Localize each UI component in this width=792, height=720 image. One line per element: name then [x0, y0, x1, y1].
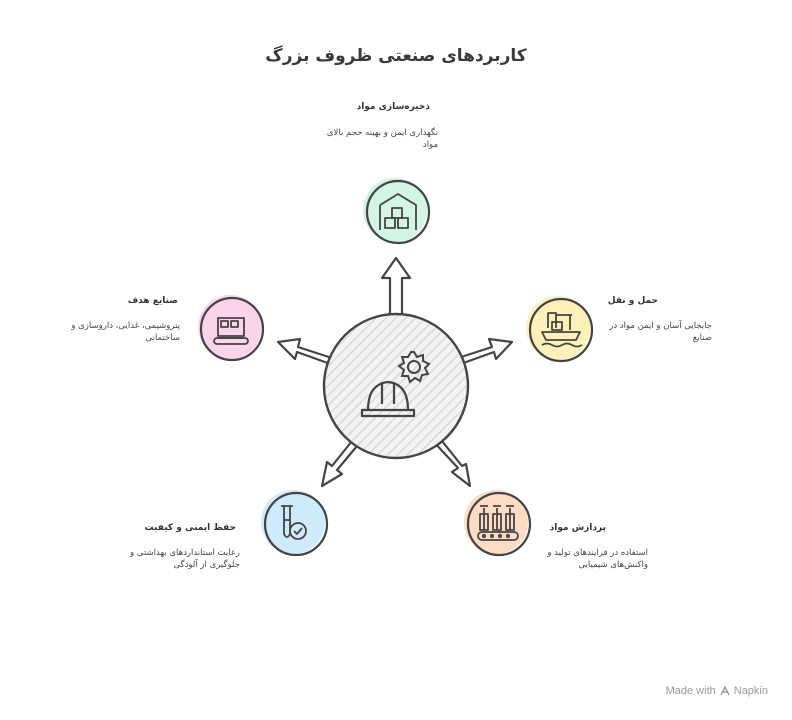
storage-description: نگهداری ایمن و بهینه حجم بالای مواد [326, 128, 438, 150]
processing-description: استفاده در فرایندهای تولید و واکنش‌های ش… [547, 548, 648, 570]
gear-icon [397, 351, 431, 384]
test-tube-check-icon [281, 505, 307, 540]
transport-description: جابجایی آسان و ایمن مواد در صنایع [609, 321, 712, 343]
center-hub [322, 312, 470, 460]
transport-node[interactable] [526, 296, 594, 363]
processing-title: پردازش مواد [549, 523, 606, 533]
watermark-brand: Napkin [733, 685, 768, 697]
storage-title: ذخیره‌سازی مواد [356, 102, 430, 112]
safety-title: حفظ ایمنی و کیفیت [144, 523, 236, 533]
industries-description: پتروشیمی، غذایی، داروسازی و ساختمانی [71, 321, 180, 343]
safety-description: رعایت استانداردهای بهداشتی و جلوگیری از … [129, 548, 240, 570]
industries-title: صنایع هدف [127, 296, 178, 306]
safety-node[interactable] [261, 490, 329, 557]
arrow-to-storage [380, 256, 412, 324]
diagram-title: کاربردهای صنعتی ظروف بزرگ [265, 46, 527, 66]
transport-title: حمل و نقل [607, 296, 658, 306]
napkin-logo-icon [720, 686, 730, 696]
warehouse-icon [379, 193, 417, 230]
napkin-watermark[interactable]: Made with Napkin [666, 685, 768, 697]
processing-node[interactable] [464, 490, 532, 557]
crane-ship-icon [541, 312, 583, 348]
industries-node[interactable] [198, 295, 265, 362]
watermark-prefix: Made with [665, 685, 716, 697]
conveyor-box-icon [213, 317, 249, 345]
hardhat-icon [360, 380, 416, 418]
bottling-conveyor-icon [477, 505, 519, 541]
storage-node[interactable] [363, 178, 431, 245]
